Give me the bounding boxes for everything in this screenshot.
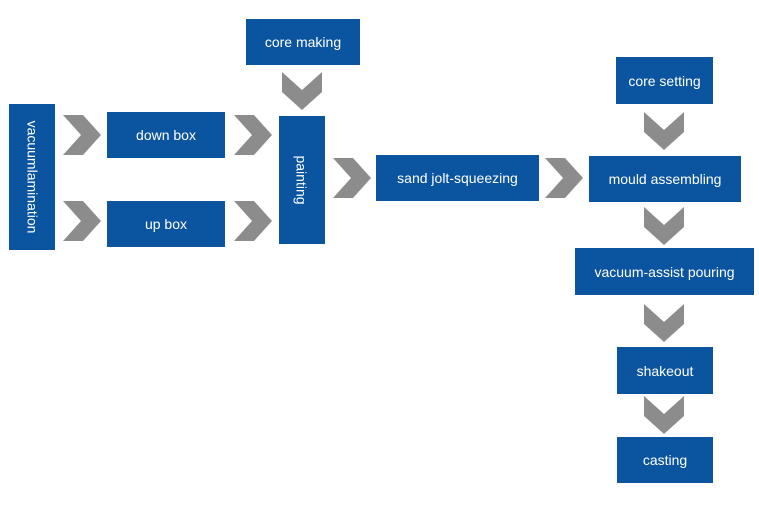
step-mould-assembling: mould assembling — [589, 156, 741, 202]
chevron-down-icon — [644, 396, 684, 436]
step-vacuum-assist-pouring-label: vacuum-assist pouring — [594, 263, 735, 280]
step-casting-label: casting — [642, 452, 688, 468]
step-core-making: core making — [246, 19, 360, 65]
chevron-right-icon — [234, 115, 274, 155]
step-up-box-label: up box — [144, 216, 188, 232]
step-casting: casting — [617, 437, 713, 483]
step-shakeout-label: shakeout — [636, 362, 694, 379]
step-painting: painting — [279, 116, 325, 244]
chevron-right-icon — [333, 158, 373, 198]
step-core-setting: core setting — [616, 57, 713, 104]
step-painting-label: painting — [294, 155, 311, 205]
step-vacuum-lamination-label: vacuumlamination — [24, 120, 40, 234]
chevron-down-icon — [644, 304, 684, 344]
step-shakeout: shakeout — [617, 347, 713, 394]
chevron-right-icon — [63, 115, 103, 155]
chevron-right-icon — [63, 201, 103, 241]
step-core-setting-label: core setting — [628, 72, 701, 89]
step-down-box: down box — [107, 112, 225, 158]
chevron-down-icon — [644, 112, 684, 152]
chevron-down-icon — [644, 207, 684, 247]
step-sand-jolt-squeezing-label: sand jolt-squeezing — [397, 170, 518, 186]
chevron-down-icon — [282, 72, 322, 112]
step-sand-jolt-squeezing: sand jolt-squeezing — [376, 155, 539, 201]
chevron-right-icon — [545, 158, 585, 198]
step-core-making-label: core making — [264, 34, 342, 50]
step-mould-assembling-label: mould assembling — [608, 171, 722, 187]
chevron-right-icon — [234, 201, 274, 241]
step-up-box: up box — [107, 201, 225, 247]
step-vacuum-lamination: vacuumlamination — [9, 104, 55, 250]
step-down-box-label: down box — [136, 127, 196, 143]
step-vacuum-assist-pouring: vacuum-assist pouring — [575, 248, 754, 295]
